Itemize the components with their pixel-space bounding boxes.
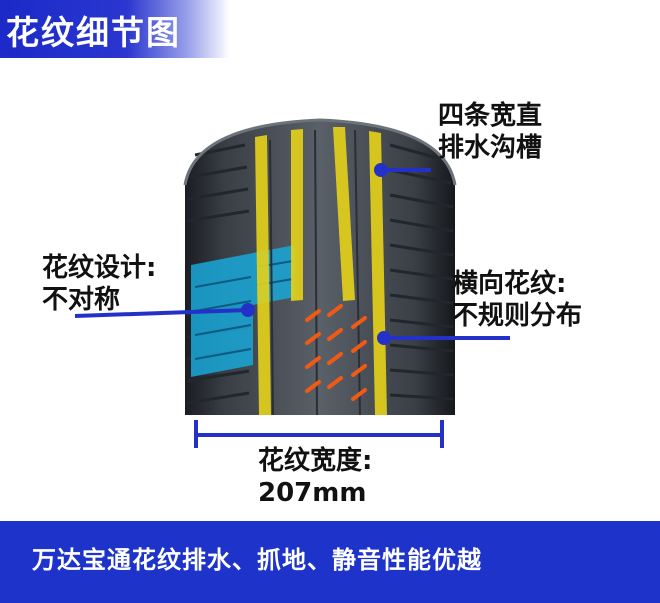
- asym-pointer-line: [74, 308, 249, 318]
- lateral-label: 横向花纹: 不规则分布: [452, 268, 582, 332]
- title-banner: 花纹细节图: [0, 0, 230, 58]
- asym-label-line2: 不对称: [42, 285, 121, 315]
- asym-label: 花纹设计: 不对称: [42, 252, 156, 316]
- grooves-label-line1: 四条宽直: [438, 101, 543, 131]
- lateral-label-line2: 不规则分布: [452, 301, 583, 331]
- groove-3: [333, 127, 355, 301]
- page-title: 花纹细节图: [6, 13, 181, 52]
- grooves-pointer-dot: [374, 163, 388, 177]
- footer-banner: 万达宝通花纹排水、抓地、静音性能优越: [0, 521, 660, 603]
- grooves-label-line2: 排水沟槽: [438, 133, 543, 163]
- groove-2: [291, 129, 303, 301]
- lateral-label-line1: 横向花纹:: [452, 269, 567, 299]
- footer-text: 万达宝通花纹排水、抓地、静音性能优越: [32, 546, 482, 574]
- width-label: 花纹宽度: 207mm: [258, 445, 372, 509]
- asym-pointer-dot: [241, 303, 255, 317]
- width-label-line1: 花纹宽度:: [258, 446, 373, 476]
- width-label-line2: 207mm: [258, 478, 367, 508]
- lateral-pointer-dot: [377, 331, 391, 345]
- grooves-label: 四条宽直 排水沟槽: [438, 100, 542, 164]
- groove-1: [255, 135, 271, 415]
- asym-label-line1: 花纹设计:: [42, 253, 157, 283]
